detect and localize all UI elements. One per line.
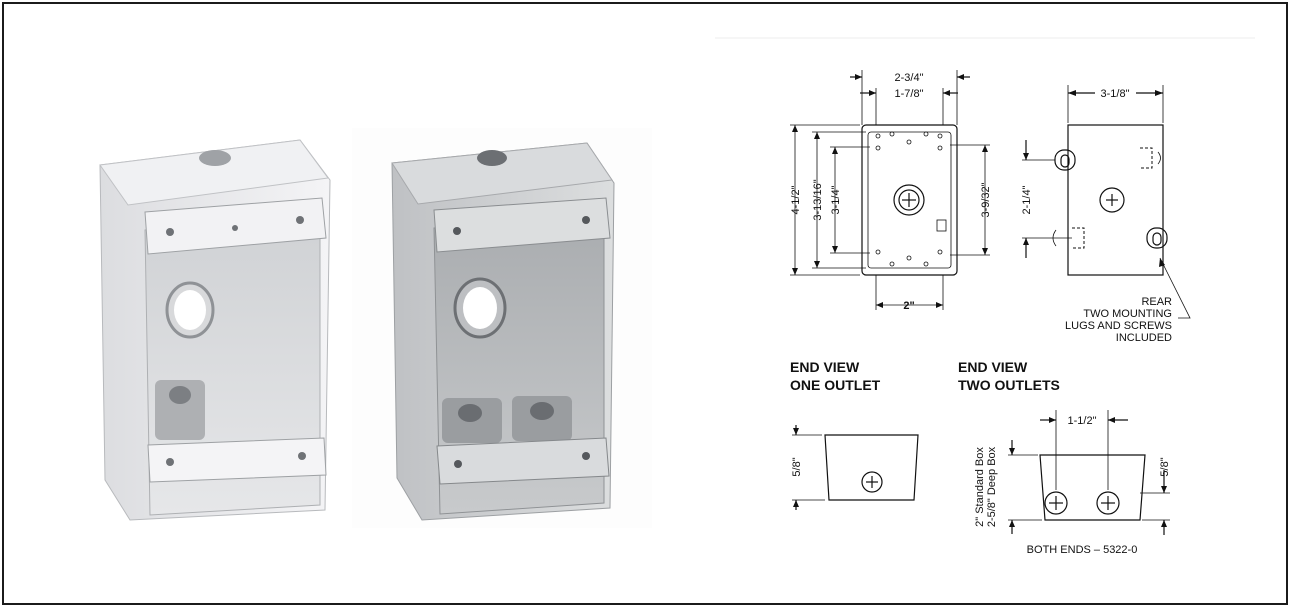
end-two-box-depth-1: 2" Standard Box bbox=[974, 447, 986, 527]
end-two-heading-2: TWO OUTLETS bbox=[958, 377, 1060, 393]
front-height-outer: 4-1/2" bbox=[790, 185, 802, 214]
end-one-heading-2: ONE OUTLET bbox=[790, 377, 881, 393]
end-two-depth: 5/8" bbox=[1159, 457, 1171, 476]
front-height-mid: 3-13/16" bbox=[812, 179, 824, 220]
end-two-heading-1: END VIEW bbox=[958, 359, 1028, 375]
dimension-drawing: 2-3/4" 1-7/8" 4-1/2" 3-13/16" 3-1/4" 3-9… bbox=[715, 37, 1255, 556]
end-two-box-depth-2: 2-5/8" Deep Box bbox=[986, 446, 998, 527]
front-bottom-width: 2" bbox=[903, 300, 914, 312]
white-box-photo bbox=[99, 139, 331, 521]
end-view-one: END VIEW ONE OUTLET 5/8" bbox=[790, 359, 919, 510]
end-view-two: END VIEW TWO OUTLETS 1-1/2" 5/8" 2" Stan… bbox=[958, 359, 1171, 556]
end-two-spacing: 1-1/2" bbox=[1068, 415, 1097, 427]
rear-width: 3-1/8" bbox=[1101, 88, 1130, 100]
rear-callout-3: LUGS AND SCREWS bbox=[1065, 320, 1172, 332]
rear-callout-1: REAR bbox=[1141, 296, 1172, 308]
front-height-inner: 3-1/4" bbox=[830, 185, 842, 214]
front-view: 2-3/4" 1-7/8" 4-1/2" 3-13/16" 3-1/4" 3-9… bbox=[790, 70, 992, 312]
front-width-outer: 2-3/4" bbox=[895, 72, 924, 84]
end-two-footer: BOTH ENDS – 5322-0 bbox=[1027, 544, 1138, 556]
rear-callout-4: INCLUDED bbox=[1116, 332, 1172, 344]
front-height-right: 3-9/32" bbox=[980, 182, 992, 217]
rear-view: 3-1/8" 2-1/4" REAR TWO MOUNTING LUGS AND… bbox=[1021, 85, 1191, 344]
end-one-heading-1: END VIEW bbox=[790, 359, 860, 375]
rear-lug-spacing: 2-1/4" bbox=[1021, 185, 1033, 214]
end-one-depth: 5/8" bbox=[791, 457, 803, 476]
rear-callout-2: TWO MOUNTING bbox=[1083, 308, 1172, 320]
gray-box-photo bbox=[352, 128, 652, 528]
front-width-inner: 1-7/8" bbox=[895, 88, 924, 100]
